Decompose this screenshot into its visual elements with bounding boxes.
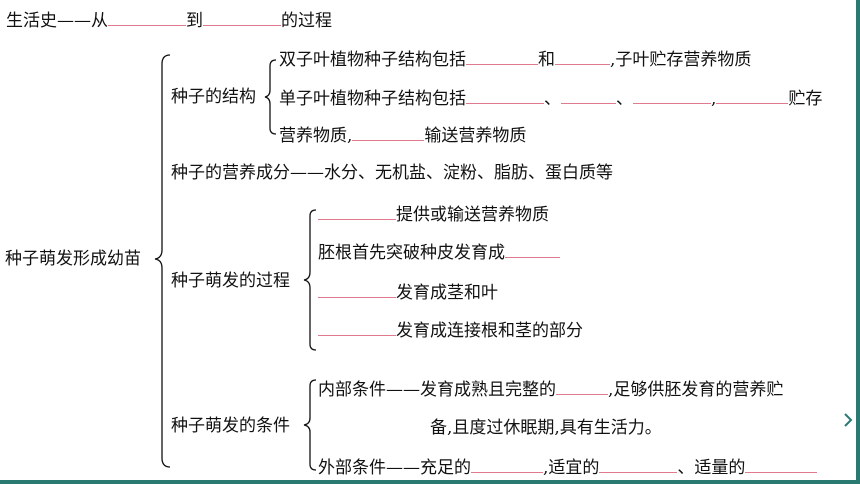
- blank: [556, 378, 608, 395]
- blank: [599, 456, 678, 473]
- structure-line3: 营养物质,输送营养物质: [279, 124, 527, 146]
- blank: [471, 456, 543, 473]
- blank: [108, 9, 186, 26]
- chevron-right-icon[interactable]: [842, 412, 854, 428]
- history-line: 生活史——从到的过程: [6, 9, 332, 31]
- blank: [318, 319, 396, 336]
- blank: [561, 87, 616, 104]
- process-line2: 胚根首先突破种皮发育成: [318, 241, 560, 263]
- process-line3: 发育成茎和叶: [318, 281, 498, 303]
- structure-brace: [264, 59, 277, 135]
- blank: [203, 9, 281, 26]
- blank: [505, 241, 560, 258]
- process-brace: [303, 209, 317, 351]
- blank: [466, 87, 544, 104]
- condition-outer: 外部条件——充足的,适宜的、适量的: [318, 456, 818, 478]
- structure-label: 种子的结构: [171, 87, 256, 107]
- structure-line2: 单子叶植物种子结构包括、、,贮存: [279, 87, 823, 109]
- process-line4: 发育成连接根和茎的部分: [318, 319, 583, 341]
- condition-label: 种子萌发的条件: [171, 416, 290, 436]
- blank: [745, 456, 818, 473]
- blank: [318, 281, 396, 298]
- blank: [716, 87, 789, 104]
- condition-brace: [303, 379, 317, 471]
- process-line1: 提供或输送营养物质: [318, 203, 549, 225]
- nutrition-line: 种子的营养成分——水分、无机盐、淀粉、脂肪、蛋白质等: [171, 163, 613, 183]
- root-brace: [154, 54, 171, 468]
- blank: [318, 203, 396, 220]
- blank: [555, 48, 610, 65]
- structure-line1: 双子叶植物种子结构包括和,子叶贮存营养物质: [279, 48, 752, 70]
- blank: [633, 87, 711, 104]
- condition-inner: 内部条件——发育成熟且完整的,足够供胚发育的营养贮: [318, 378, 784, 400]
- root-label: 种子萌发形成幼苗: [5, 249, 141, 269]
- blank: [352, 124, 425, 141]
- process-label: 种子萌发的过程: [171, 271, 290, 291]
- condition-inner2: 备,且度过休眠期,具有生活力。: [430, 418, 662, 438]
- blank: [466, 48, 538, 65]
